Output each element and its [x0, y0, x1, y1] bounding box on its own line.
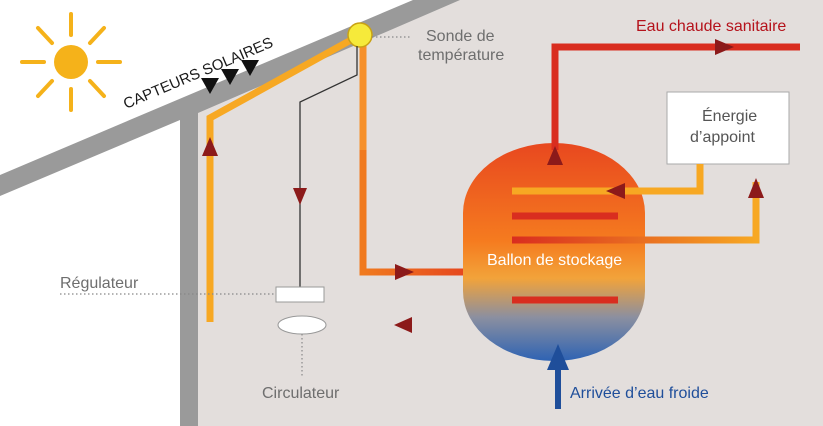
flow-arrow-icon [715, 39, 734, 55]
flow-arrow-icon [395, 264, 414, 280]
flow-arrow-icon [293, 188, 307, 205]
regulator-label: Régulateur [60, 275, 139, 292]
backup-energy-label-line1: Énergie [702, 106, 757, 125]
flow-arrow-icon [547, 146, 563, 165]
temp-probe-label-line2: température [418, 47, 504, 64]
cold-water-label: Arrivée d’eau froide [570, 385, 709, 402]
temp-probe-label-line1: Sonde de [426, 28, 495, 45]
circulator-label: Circulateur [262, 385, 340, 402]
backup-return-pipe [512, 182, 760, 244]
roof [0, 0, 460, 426]
hot-water-label: Eau chaude sanitaire [636, 18, 786, 35]
flow-arrow-icon [547, 344, 569, 370]
storage-tank [463, 143, 645, 361]
regulator-box-icon [275, 286, 325, 303]
backup-energy-label-line2: d’appoint [690, 129, 756, 146]
temperature-probe-icon [347, 22, 373, 48]
solar-collector-pipe [206, 31, 362, 322]
flow-arrow-icon [202, 137, 218, 156]
storage-tank-label: Ballon de stockage [487, 252, 622, 269]
flow-arrow-icon [394, 317, 412, 333]
collector-triangle-icon [201, 60, 259, 94]
flow-arrow-icon [606, 183, 625, 199]
circulator-pump-icon [277, 315, 327, 335]
backup-energy-box [666, 91, 790, 165]
backup-supply-pipe [512, 164, 704, 195]
sun-icon [20, 12, 122, 112]
flow-arrow-icon [748, 178, 764, 198]
